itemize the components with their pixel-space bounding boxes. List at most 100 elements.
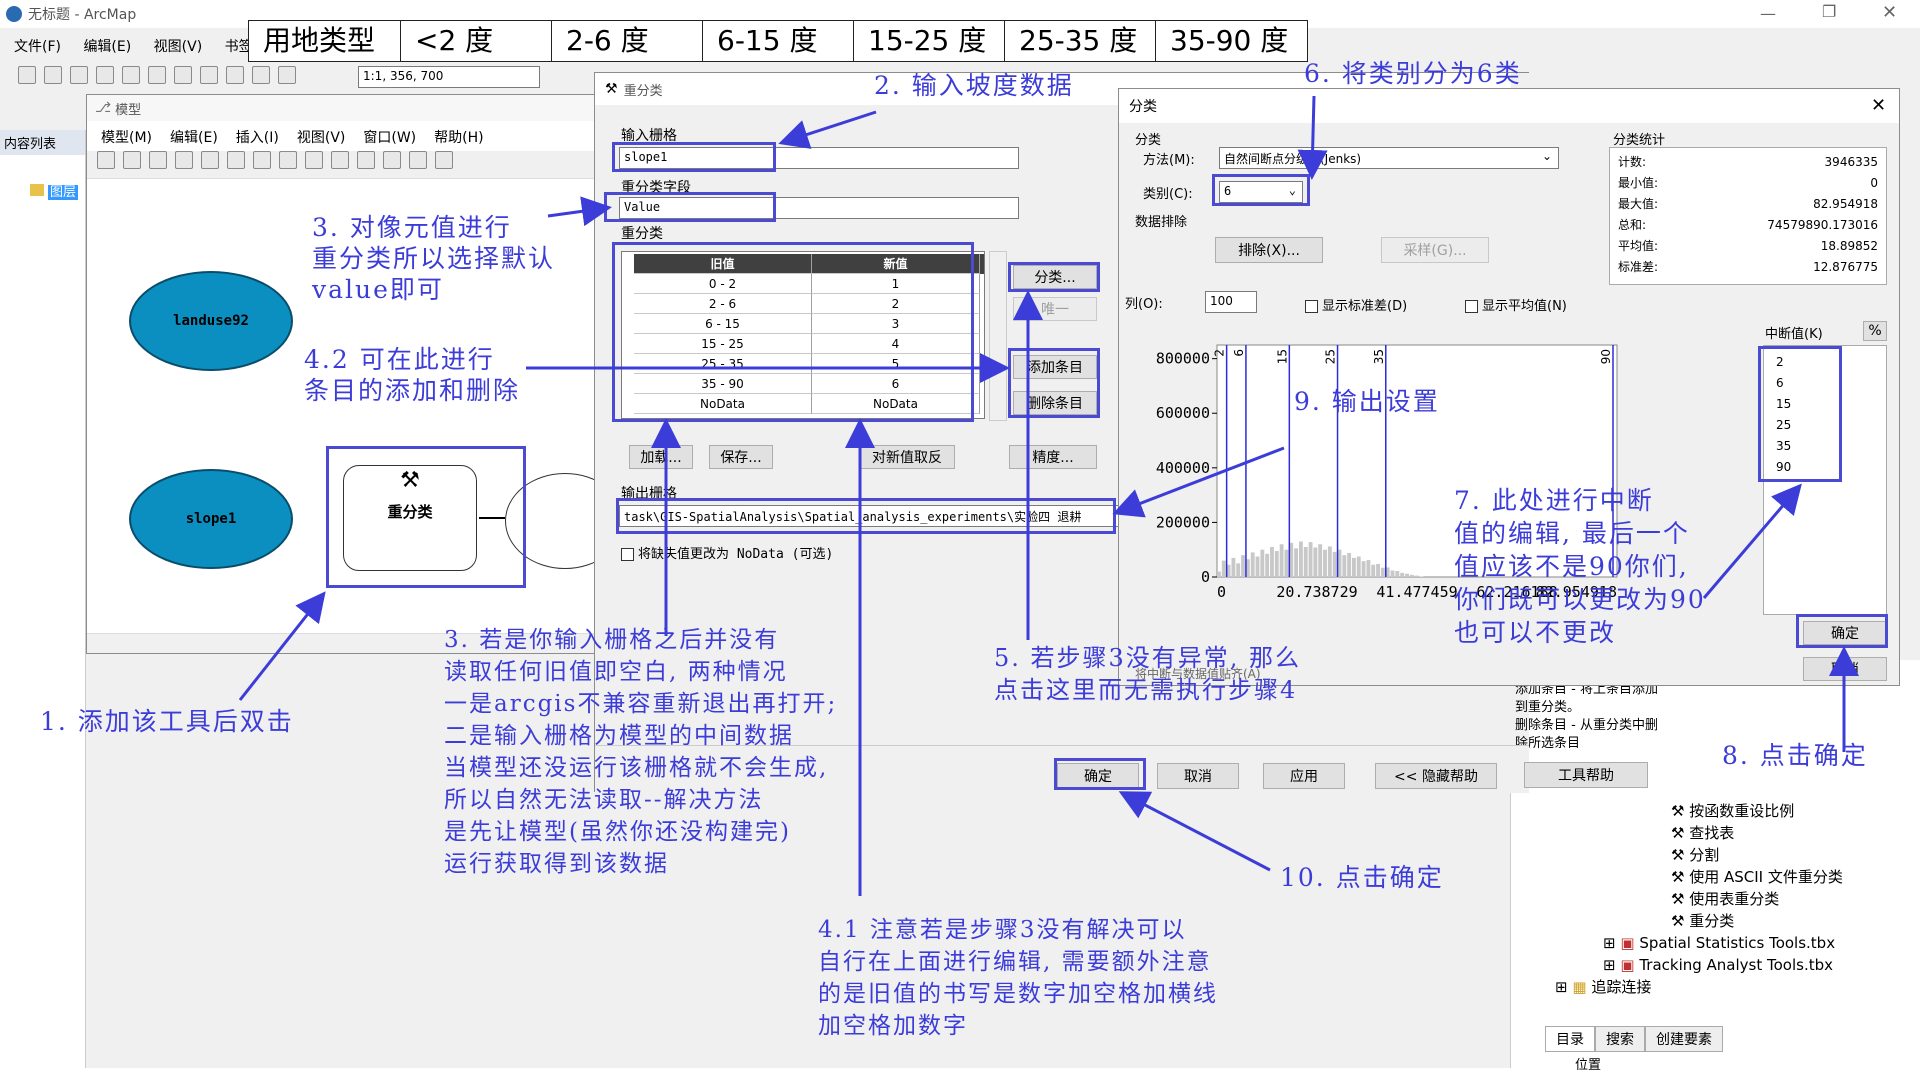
y-tick-label: 400000 <box>1156 459 1210 477</box>
exclude-button[interactable]: 排除(X)... <box>1215 237 1323 263</box>
catalog-item[interactable]: ⚒ 使用表重分类 <box>1671 890 1780 908</box>
model-save-icon[interactable] <box>97 151 115 169</box>
add-data-icon[interactable] <box>278 66 296 84</box>
expand-icon[interactable]: ⊞ <box>1603 956 1616 974</box>
reclass-ok-button[interactable]: 确定 <box>1057 763 1139 789</box>
model-pan-icon[interactable] <box>409 151 427 169</box>
model-menu-insert[interactable]: 插入(I) <box>235 130 279 146</box>
tracking-item[interactable]: ⊞ ▦ 追踪连接 <box>1555 978 1652 996</box>
model-menu-window[interactable]: 窗口(W) <box>363 130 417 146</box>
toc-layer[interactable]: 图层 <box>30 181 85 200</box>
catalog-item[interactable]: ⚒ 使用 ASCII 文件重分类 <box>1671 868 1843 886</box>
model-paste-icon[interactable] <box>201 151 219 169</box>
menu-view[interactable]: 视图(V) <box>153 39 203 55</box>
node-slope[interactable]: slope1 <box>129 469 293 569</box>
model-print-icon[interactable] <box>123 151 141 169</box>
catalog-item[interactable]: ⚒ 按函数重设比例 <box>1671 802 1795 820</box>
tab-catalog[interactable]: 目录 <box>1545 1026 1595 1052</box>
expand-icon[interactable]: ⊞ <box>1603 934 1616 952</box>
hide-help-button[interactable]: << 隐藏帮助 <box>1375 763 1497 789</box>
break-value[interactable]: 6 <box>1776 376 1784 390</box>
model-full-extent-icon[interactable] <box>357 151 375 169</box>
model-redo-icon[interactable] <box>279 151 297 169</box>
save-button[interactable]: 保存... <box>709 445 773 469</box>
sample-button[interactable]: 采样(G)... <box>1381 237 1489 263</box>
maximize-button[interactable]: ❐ <box>1822 2 1837 21</box>
snap-checkbox[interactable]: 将中断与数据值贴齐(A) <box>1135 667 1261 681</box>
break-value[interactable]: 35 <box>1776 439 1792 453</box>
percent-button[interactable]: % <box>1863 321 1887 341</box>
model-cut-icon[interactable] <box>149 151 167 169</box>
tab-create-features[interactable]: 创建要素 <box>1645 1026 1723 1052</box>
close-button[interactable]: ✕ <box>1882 2 1898 23</box>
model-undo-icon[interactable] <box>253 151 271 169</box>
histogram-bar <box>1217 571 1221 577</box>
print-icon[interactable] <box>96 66 114 84</box>
model-menu-edit[interactable]: 编辑(E) <box>170 130 218 146</box>
toolbox-item[interactable]: ⊞ ▣ Tracking Analyst Tools.tbx <box>1603 956 1834 974</box>
break-value[interactable]: 15 <box>1776 397 1792 411</box>
expand-icon[interactable]: ⊞ <box>1555 978 1568 996</box>
classify-ok-button[interactable]: 确定 <box>1803 621 1887 645</box>
scale-input[interactable]: 1:1, 356, 700 <box>358 66 540 88</box>
paste-icon[interactable] <box>174 66 192 84</box>
input-raster-field[interactable]: slope1 <box>619 147 1019 169</box>
save-icon[interactable] <box>70 66 88 84</box>
classify-close-icon[interactable]: ✕ <box>1871 95 1887 116</box>
reclass-apply-button[interactable]: 应用 <box>1263 763 1345 789</box>
nodata-checkbox[interactable]: 将缺失值更改为 NoData (可选) <box>621 543 833 562</box>
open-icon[interactable] <box>44 66 62 84</box>
model-menu-view[interactable]: 视图(V) <box>296 130 346 146</box>
minimize-button[interactable]: — <box>1760 4 1776 23</box>
model-delete-icon[interactable] <box>227 151 245 169</box>
checkbox-box[interactable] <box>621 548 634 561</box>
load-button[interactable]: 加载... <box>629 445 693 469</box>
menu-edit[interactable]: 编辑(E) <box>83 39 132 55</box>
output-raster-field[interactable]: task\GIS-SpatialAnalysis\Spatial_analysi… <box>619 505 1133 527</box>
catalog-item[interactable]: ⚒ 查找表 <box>1671 824 1735 842</box>
model-select-icon[interactable] <box>435 151 453 169</box>
new-doc-icon[interactable] <box>18 66 36 84</box>
cut-icon[interactable] <box>122 66 140 84</box>
show-std-checkbox[interactable]: 显示标准差(D) <box>1305 295 1407 314</box>
delete-icon[interactable] <box>200 66 218 84</box>
checkbox-box[interactable] <box>1465 300 1478 313</box>
break-value[interactable]: 90 <box>1776 460 1792 474</box>
break-value[interactable]: 25 <box>1776 418 1792 432</box>
reclass-cancel-button[interactable]: 取消 <box>1157 763 1239 789</box>
toolbox-item[interactable]: ⊞ ▣ Spatial Statistics Tools.tbx <box>1603 934 1836 952</box>
tool-icon: ⚒ <box>1671 802 1685 820</box>
model-copy-icon[interactable] <box>175 151 193 169</box>
break-value[interactable]: 2 <box>1776 355 1784 369</box>
menu-bookmarks[interactable]: 书签 <box>224 39 253 55</box>
tab-search[interactable]: 搜索 <box>1595 1026 1645 1052</box>
show-mean-checkbox[interactable]: 显示平均值(N) <box>1465 295 1567 314</box>
classify-button[interactable]: 分类... <box>1013 265 1097 289</box>
reclass-field-select[interactable]: Value <box>619 197 1019 219</box>
menu-file[interactable]: 文件(F) <box>14 39 61 55</box>
model-menu-help[interactable]: 帮助(H) <box>434 130 484 146</box>
model-scrollbar[interactable] <box>87 633 615 653</box>
model-menu-model[interactable]: 模型(M) <box>101 130 153 146</box>
precision-button[interactable]: 精度... <box>1009 445 1097 469</box>
redo-icon[interactable] <box>252 66 270 84</box>
model-zoom-icon[interactable] <box>383 151 401 169</box>
node-reclass-tool[interactable]: ⚒ 重分类 <box>343 465 477 571</box>
catalog-item[interactable]: ⚒ 重分类 <box>1671 912 1735 930</box>
undo-icon[interactable] <box>226 66 244 84</box>
node-landuse[interactable]: landuse92 <box>129 271 293 371</box>
checkbox-box[interactable] <box>1305 300 1318 313</box>
model-add-icon[interactable] <box>305 151 323 169</box>
copy-icon[interactable] <box>148 66 166 84</box>
columns-spinner[interactable]: 100 <box>1205 291 1257 313</box>
tool-help-button[interactable]: 工具帮助 <box>1524 762 1648 788</box>
model-grid-icon[interactable] <box>331 151 349 169</box>
catalog-item[interactable]: ⚒ 分割 <box>1671 846 1720 864</box>
classes-select[interactable]: 6⌄ <box>1219 181 1303 203</box>
